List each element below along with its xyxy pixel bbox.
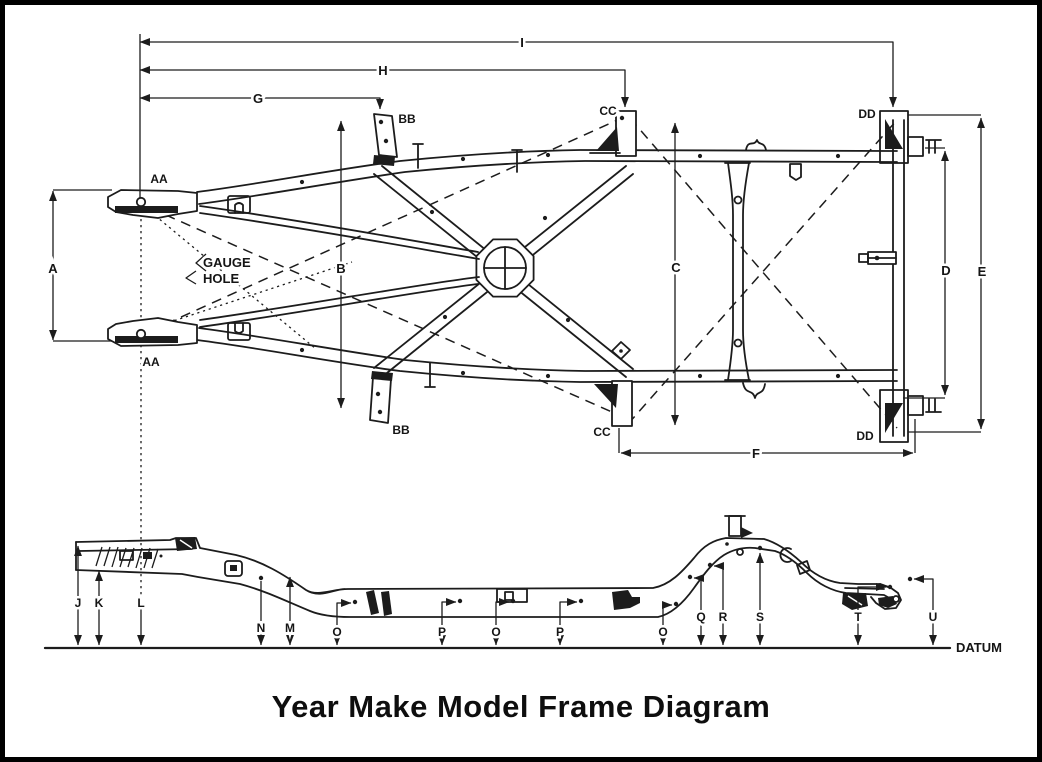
bb-brackets — [369, 113, 398, 424]
ref-label-p2: P — [556, 625, 564, 639]
ref-label-o2: O — [491, 625, 500, 639]
ref-label-o3: O — [658, 625, 667, 639]
mid-section-detail — [366, 588, 640, 616]
side-rails — [196, 143, 898, 388]
page-title: Year Make Model Frame Diagram — [272, 689, 771, 724]
rivets — [299, 152, 841, 379]
ref-label-k: K — [95, 596, 104, 610]
leader-O3 — [659, 601, 673, 646]
rear-crossmember — [858, 110, 942, 443]
dim-label-i: I — [520, 35, 524, 50]
leader-O1 — [333, 599, 352, 646]
leader-O2 — [492, 598, 510, 646]
leader-R — [713, 562, 727, 646]
dimension-lines — [49, 34, 985, 457]
leader-T — [854, 583, 887, 646]
front-horn-top — [107, 189, 251, 219]
dim-label-c: C — [671, 260, 681, 275]
ref-label-l: L — [137, 596, 144, 610]
ref-label-cc-bottom: CC — [593, 425, 611, 439]
ref-label-dd-top: DD — [858, 107, 876, 121]
dim-line-I — [139, 38, 897, 108]
leader-P1 — [438, 598, 457, 646]
ref-label-aa-bottom: AA — [142, 355, 160, 369]
gauge-hole-front-top — [135, 196, 147, 208]
top-view: I H G A B C D E F AA AA BB BB CC CC DD D… — [46, 33, 989, 555]
dim-label-d: D — [941, 263, 950, 278]
ref-label-j: J — [75, 596, 82, 610]
ref-label-bb-bottom: BB — [392, 423, 410, 437]
dim-label-f: F — [752, 446, 760, 461]
reference-leaders — [74, 545, 937, 646]
leader-U — [913, 575, 937, 646]
ref-label-cc-top: CC — [599, 104, 617, 118]
x-member — [373, 165, 634, 378]
ref-label-s: S — [756, 610, 764, 624]
ref-label-bb-top: BB — [398, 112, 416, 126]
side-profile — [75, 537, 902, 618]
ref-label-n: N — [257, 621, 266, 635]
dim-label-a: A — [48, 261, 58, 276]
ref-label-aa-top: AA — [150, 172, 168, 186]
gauge-check-lines — [140, 207, 353, 555]
gauge-hole-label-line1: GAUGE — [203, 255, 251, 270]
ref-label-p1: P — [438, 625, 446, 639]
dd-bracket-bottom — [879, 389, 909, 443]
front-horn-bottom — [107, 317, 251, 347]
ref-label-q: Q — [696, 610, 705, 624]
leader-Q — [693, 574, 705, 646]
front-section-detail — [95, 537, 243, 577]
gauge-hole-leader-arrows — [185, 253, 207, 285]
ref-label-r: R — [719, 610, 728, 624]
dim-label-g: G — [253, 91, 263, 106]
ref-label-dd-bottom: DD — [856, 429, 874, 443]
leader-P2 — [556, 598, 578, 646]
gauge-hole-front-bottom — [135, 328, 147, 340]
dim-label-e: E — [978, 264, 987, 279]
diagram-canvas: I H G A B C D E F AA AA BB BB CC CC DD D… — [43, 33, 1004, 724]
cc-brackets — [589, 110, 637, 427]
dim-line-G — [139, 94, 384, 110]
middle-crossmember — [724, 139, 802, 399]
gauge-hole-label-line2: HOLE — [203, 271, 239, 286]
ref-label-t: T — [854, 610, 862, 624]
ref-label-m: M — [285, 621, 295, 635]
ref-label-u: U — [929, 610, 938, 624]
dim-line-H — [139, 66, 629, 108]
dim-label-b: B — [336, 261, 345, 276]
dim-label-h: H — [378, 63, 387, 78]
ref-label-o1: O — [332, 625, 341, 639]
rear-hump-detail — [724, 515, 900, 610]
datum-label: DATUM — [956, 640, 1002, 655]
side-view: J K L N M O P O P O Q R S T U DATUM — [43, 515, 1004, 658]
